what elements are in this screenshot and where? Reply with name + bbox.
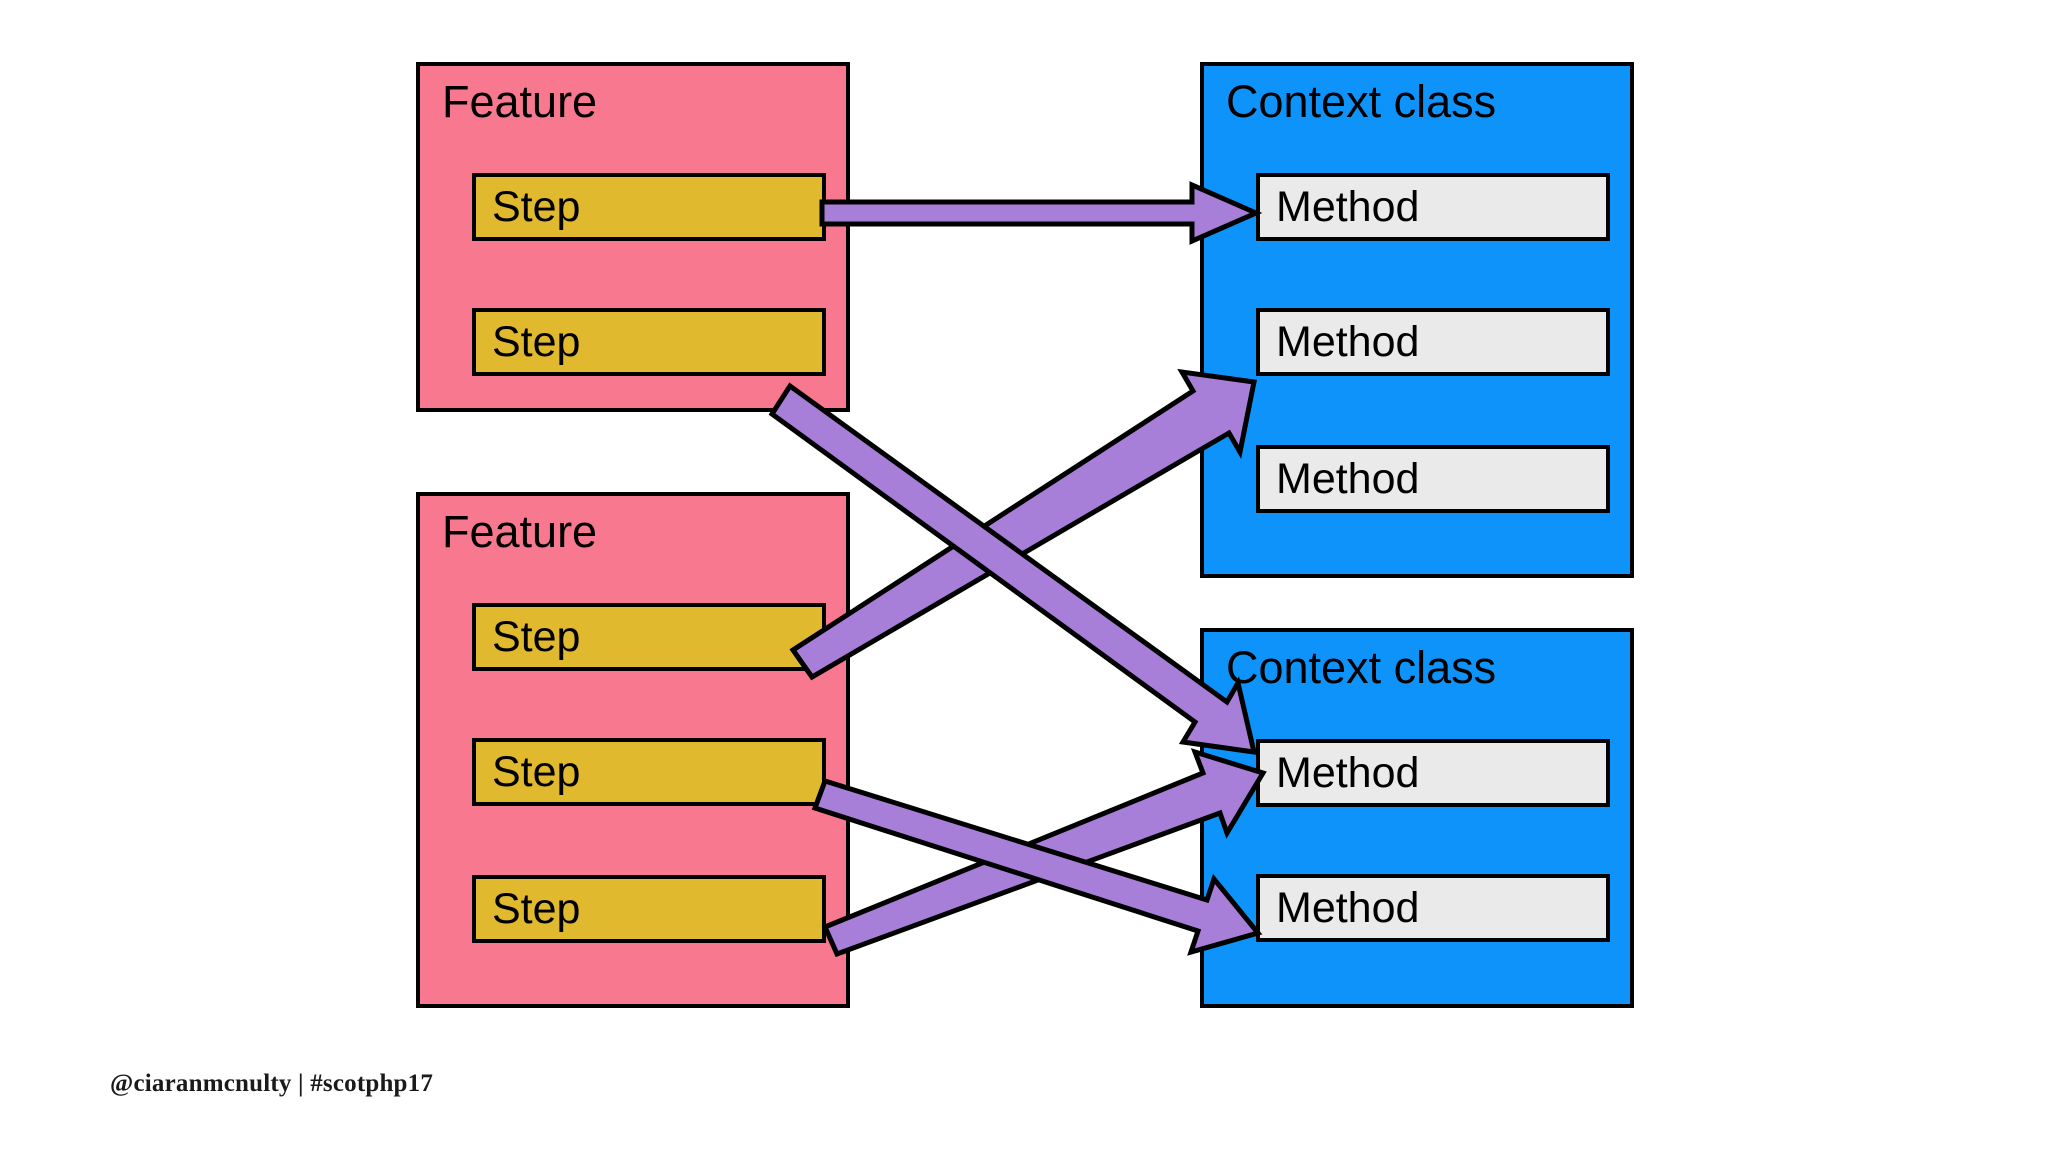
connection-arrow-1	[819, 181, 1263, 245]
step-box-feature-1-step-1[interactable]: Step	[472, 173, 826, 241]
connection-arrow-3	[789, 368, 1257, 681]
method-label: Method	[1276, 883, 1420, 932]
step-label: Step	[492, 182, 581, 231]
feature-group-2-title: Feature	[442, 506, 598, 557]
method-box-context-2-method-1[interactable]: Method	[1256, 739, 1610, 807]
footer-credit: @ciaranmcnulty | #scotphp17	[110, 1070, 434, 1097]
context-group-2-title: Context class	[1226, 642, 1497, 693]
feature-group-1[interactable]: Feature Step Step	[416, 62, 850, 412]
step-label: Step	[492, 747, 581, 796]
method-label: Method	[1276, 317, 1420, 366]
step-box-feature-1-step-2[interactable]: Step	[472, 308, 826, 376]
feature-group-2[interactable]: Feature Step Step Step	[416, 492, 850, 1008]
step-box-feature-2-step-2[interactable]: Step	[472, 738, 826, 806]
step-box-feature-2-step-3[interactable]: Step	[472, 875, 826, 943]
context-group-1[interactable]: Context class Method Method Method	[1200, 62, 1634, 578]
step-box-feature-2-step-1[interactable]: Step	[472, 603, 826, 671]
method-label: Method	[1276, 454, 1420, 503]
method-box-context-1-method-3[interactable]: Method	[1256, 445, 1610, 513]
context-group-1-title: Context class	[1226, 76, 1497, 127]
connection-arrow-4	[811, 777, 1263, 956]
method-box-context-1-method-1[interactable]: Method	[1256, 173, 1610, 241]
method-label: Method	[1276, 748, 1420, 797]
connection-arrow-5	[821, 748, 1267, 958]
step-label: Step	[492, 317, 581, 366]
method-box-context-1-method-2[interactable]: Method	[1256, 308, 1610, 376]
method-box-context-2-method-2[interactable]: Method	[1256, 874, 1610, 942]
step-label: Step	[492, 612, 581, 661]
context-group-2[interactable]: Context class Method Method	[1200, 628, 1634, 1008]
step-label: Step	[492, 884, 581, 933]
method-label: Method	[1276, 182, 1420, 231]
feature-group-1-title: Feature	[442, 76, 598, 127]
